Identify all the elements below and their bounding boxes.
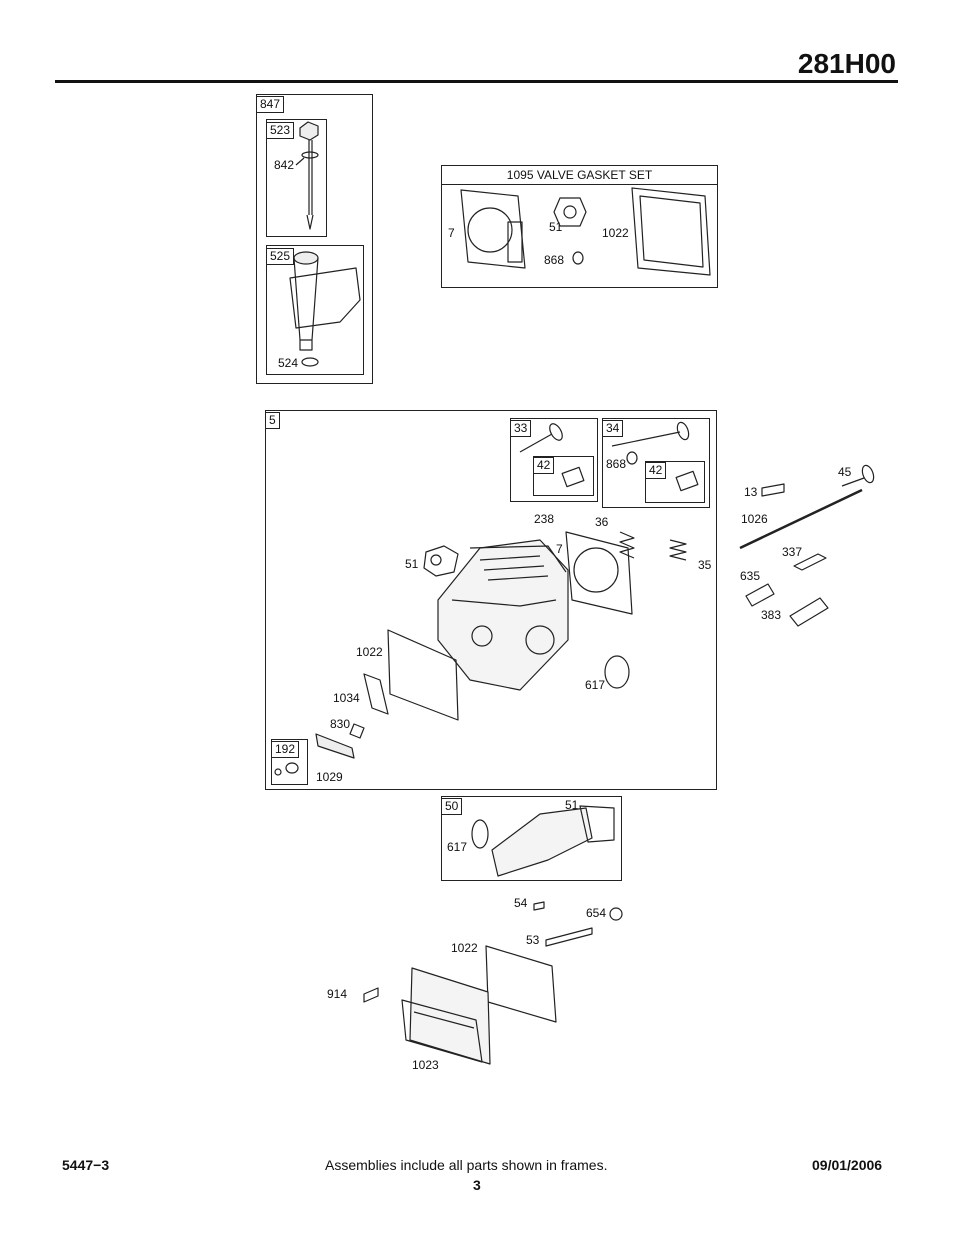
frame-tag-42-a: 42 <box>533 457 555 474</box>
frame-50 <box>441 796 622 881</box>
frame-tag-33: 33 <box>510 420 532 437</box>
frame-525 <box>266 245 364 375</box>
frame-34 <box>602 418 710 508</box>
frame-42-a <box>533 456 594 496</box>
callout-head-1034: 1034 <box>333 691 360 705</box>
callout-head-7: 7 <box>556 542 563 556</box>
callout-head-238: 238 <box>534 512 555 526</box>
frame-tag-523: 523 <box>266 122 295 139</box>
callout-side-635: 635 <box>740 569 761 583</box>
valve-spring-icon <box>619 531 635 559</box>
frame-tag-525: 525 <box>266 248 295 265</box>
breather-tube-icon <box>315 733 355 759</box>
intake-gasket-icon <box>553 197 587 227</box>
callout-gasket-1022: 1022 <box>602 226 629 240</box>
callout-gasket-7: 7 <box>448 226 455 240</box>
spark-plug-icon <box>793 553 827 571</box>
cover-gasket-icon-c <box>485 945 557 1023</box>
intake-manifold-icon <box>471 805 615 877</box>
screw-914-icon <box>363 987 379 1003</box>
footer-note: Assemblies include all parts shown in fr… <box>325 1157 608 1173</box>
callout-side-383: 383 <box>761 608 782 622</box>
frame-192 <box>271 739 308 785</box>
frame-5 <box>265 410 717 790</box>
callout-head-830: 830 <box>330 717 351 731</box>
callout-head-1029: 1029 <box>316 770 343 784</box>
intake-gasket-icon-b <box>423 545 459 577</box>
callout-head-617: 617 <box>585 678 606 692</box>
footer-date: 09/01/2006 <box>812 1157 883 1173</box>
frame-847 <box>256 94 373 384</box>
dipstick-icon <box>295 121 319 230</box>
callout-842: 842 <box>274 158 295 172</box>
frame-tag-50: 50 <box>441 798 463 815</box>
callout-cover-1022: 1022 <box>451 941 478 955</box>
bolt-54-icon <box>533 901 545 911</box>
page-number: 3 <box>473 1177 481 1193</box>
callout-cover-1023: 1023 <box>412 1058 439 1072</box>
intake-valve-icon <box>519 423 563 453</box>
valve-seal-icon <box>572 251 584 265</box>
push-rod-icon <box>739 488 863 550</box>
valve-spring-icon-b <box>669 539 687 561</box>
callout-side-337: 337 <box>782 545 803 559</box>
gasket-set-title: 1095 VALVE GASKET SET <box>442 166 717 185</box>
callout-head-36: 36 <box>595 515 609 529</box>
stud-53-icon <box>545 927 593 947</box>
callout-cover-654: 654 <box>586 906 607 920</box>
callout-524: 524 <box>278 356 299 370</box>
breather-plate-icon <box>363 673 389 715</box>
exhaust-valve-icon <box>611 421 690 447</box>
frame-tag-192: 192 <box>271 741 300 758</box>
exhaust-valve-icon-b <box>841 464 875 487</box>
callout-head-51: 51 <box>405 557 419 571</box>
callout-side-1026: 1026 <box>741 512 768 526</box>
frame-tag-34: 34 <box>602 420 624 437</box>
callout-manifold-617: 617 <box>447 840 468 854</box>
frame-tag-5: 5 <box>265 412 280 429</box>
callout-head-35: 35 <box>698 558 712 572</box>
nut-654-icon <box>609 907 623 921</box>
callout-cover-54: 54 <box>514 896 528 910</box>
fitting-192-icon <box>285 762 299 774</box>
spark-plug-tool-icon <box>789 597 829 627</box>
page-title: 281H00 <box>797 48 896 79</box>
callout-cover-53: 53 <box>526 933 540 947</box>
callout-side-45: 45 <box>838 465 852 479</box>
valve-keeper-icon <box>561 466 585 488</box>
valve-seal-icon-b <box>626 451 638 465</box>
header-rule <box>55 80 898 83</box>
frame-tag-847: 847 <box>256 96 285 113</box>
dipstick-tube-icon <box>289 251 361 367</box>
screw-icon <box>761 483 785 497</box>
valve-cover-icon <box>401 967 491 1065</box>
cover-gasket-icon <box>631 187 711 276</box>
frame-42-b <box>645 461 705 503</box>
spark-plug-boot-icon <box>745 583 775 607</box>
callout-side-13: 13 <box>744 485 758 499</box>
frame-valve-gasket-set: 1095 VALVE GASKET SET <box>441 165 718 288</box>
cover-gasket-icon-b <box>387 629 459 721</box>
doc-number: 5447−3 <box>62 1157 110 1173</box>
callout-cover-914: 914 <box>327 987 348 1001</box>
callout-valve-868: 868 <box>606 457 627 471</box>
frame-523 <box>266 119 327 237</box>
cylinder-head-icon <box>437 539 569 691</box>
breather-fitting-icon <box>349 723 365 739</box>
valve-keeper-icon-b <box>675 470 699 492</box>
head-gasket-icon-b <box>565 531 633 615</box>
callout-manifold-51: 51 <box>565 798 579 812</box>
callout-gasket-868: 868 <box>544 253 565 267</box>
frame-33 <box>510 418 598 502</box>
callout-head-1022: 1022 <box>356 645 383 659</box>
o-ring-icon <box>604 655 630 689</box>
head-gasket-icon <box>460 189 526 269</box>
frame-tag-42-b: 42 <box>645 462 667 479</box>
